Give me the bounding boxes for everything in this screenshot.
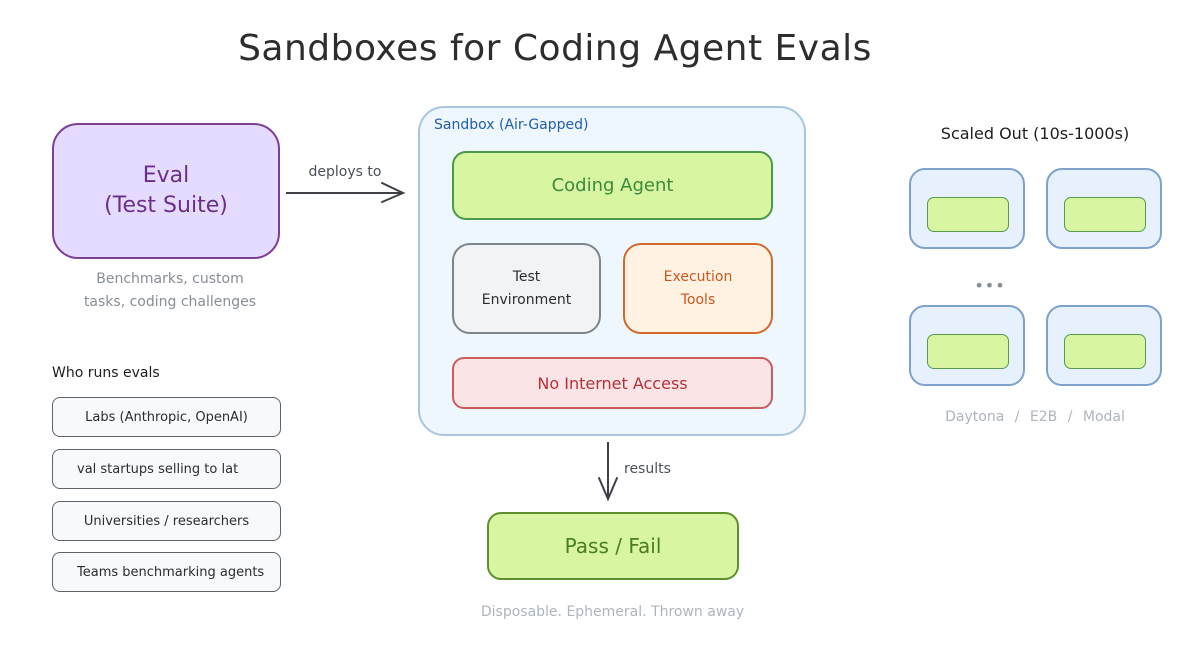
pass-fail-label: Pass / Fail [564,534,662,558]
eval-node-label-line2: (Test Suite) [104,193,228,218]
diagram-title: Sandboxes for Coding Agent Evals [238,28,872,69]
exec-tools-label-line1: Execution [663,268,733,285]
sandbox-label: Sandbox (Air-Gapped) [434,117,589,133]
eval-node-label-line1: Eval [142,163,190,188]
who-runs-item-label: Universities / researchers [83,513,250,529]
test-environment-node[interactable]: Test Environment [452,243,601,334]
mini-sandbox[interactable] [909,305,1025,386]
execution-tools-node[interactable]: Execution Tools [623,243,773,334]
no-internet-label: No Internet Access [537,373,688,393]
mini-sandbox[interactable] [1046,168,1162,249]
who-runs-item-label: val startups selling to lat [77,461,239,477]
results-label: results [624,461,671,477]
deploys-to-arrow [286,182,406,203]
mini-sandbox[interactable] [1046,305,1162,386]
disposable-caption: Disposable. Ephemeral. Thrown away [480,604,745,620]
who-runs-item[interactable]: Universities / researchers [52,501,281,541]
exec-tools-label-line2: Tools [680,291,716,308]
test-env-label-line1: Test [512,268,541,285]
results-arrow [598,442,618,502]
mini-sandbox[interactable] [909,168,1025,249]
coding-agent-node[interactable]: Coding Agent [452,151,773,220]
scaled-out-title: Scaled Out (10s-1000s) [940,124,1130,143]
mini-agent [1064,334,1146,369]
mini-agent [927,334,1009,369]
who-runs-item-label: Labs (Anthropic, OpenAI) [85,409,248,425]
more-sandboxes-ellipsis: ••• [974,276,1006,295]
deploy-arrow-head [381,182,406,203]
eval-test-suite-node[interactable]: Eval (Test Suite) [52,123,280,259]
eval-caption-line2: tasks, coding challenges [83,294,257,310]
who-runs-item[interactable]: Teams benchmarking agents [52,552,281,592]
eval-caption: Benchmarks, custom tasks, coding challen… [60,268,280,314]
no-internet-access-node[interactable]: No Internet Access [452,357,773,409]
test-env-label-line2: Environment [481,291,572,308]
eval-caption-line1: Benchmarks, custom [96,271,244,287]
who-runs-item-label: Teams benchmarking agents [77,564,265,580]
who-runs-item[interactable]: Labs (Anthropic, OpenAI) [52,397,281,437]
deploys-to-label: deploys to [308,164,382,180]
who-runs-item[interactable]: val startups selling to lat [52,449,281,489]
mini-agent [927,197,1009,232]
results-arrow-head [598,477,618,502]
who-runs-evals-title: Who runs evals [52,365,160,381]
coding-agent-label: Coding Agent [551,175,674,196]
mini-agent [1064,197,1146,232]
pass-fail-node[interactable]: Pass / Fail [487,512,739,580]
providers-caption: Daytona / E2B / Modal [945,409,1125,425]
